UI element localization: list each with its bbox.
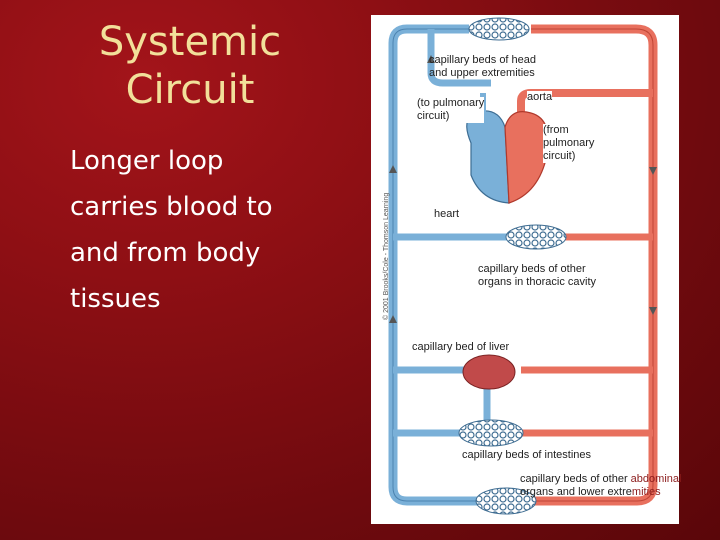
label-lower-capillaries: capillary beds of other abdominal organs… xyxy=(520,473,720,499)
label-head-line-1: capillary beds of head xyxy=(429,54,537,66)
slide-body: Longer loop carries blood to and from bo… xyxy=(70,138,360,322)
label-lower-line-1: capillary beds of other abdominal xyxy=(520,473,720,486)
title-line-1: Systemic xyxy=(98,19,282,65)
label-thoracic-line-1: capillary beds of other xyxy=(478,263,586,275)
label-to-pulmonary-line-2: circuit) xyxy=(417,110,450,122)
slide-title: Systemic Circuit xyxy=(60,18,320,114)
systemic-circuit-diagram: capillary beds of head and upper extremi… xyxy=(371,15,679,524)
capillary-bed-liver xyxy=(462,354,516,390)
head-vein-branch xyxy=(427,29,491,87)
label-aorta: aorta xyxy=(527,91,553,104)
body-line-3: and from body xyxy=(70,238,261,268)
title-line-2: Circuit xyxy=(125,67,255,113)
label-lower-line-2: organs and lower extremities xyxy=(520,486,720,499)
label-head-line-2: and upper extremities xyxy=(429,67,535,79)
arrow-down-icon xyxy=(649,307,657,315)
arrow-up-icon xyxy=(389,315,397,323)
label-lower-line-2-visible: organs and lower extre xyxy=(520,486,632,498)
label-thoracic-line-2: organs in thoracic cavity xyxy=(478,276,596,288)
label-head-capillaries: capillary beds of head and upper extremi… xyxy=(429,54,536,80)
capillary-bed-intestines xyxy=(458,419,524,447)
label-thoracic-capillaries: capillary beds of other organs in thorac… xyxy=(478,263,596,289)
label-intestine-capillaries: capillary beds of intestines xyxy=(462,449,592,461)
arrow-up-icon xyxy=(389,165,397,173)
vein-outline xyxy=(392,28,481,502)
artery-outline xyxy=(531,28,654,502)
capillary-bed-lower xyxy=(475,487,537,515)
label-to-pulmonary: (to pulmonary circuit) xyxy=(417,97,485,123)
label-from-pulmonary: (from pulmonary circuit) xyxy=(543,124,595,163)
label-from-pulmonary-line-2: pulmonary xyxy=(543,137,595,149)
body-line-1: Longer loop xyxy=(70,146,224,176)
body-line-4: tissues xyxy=(70,284,161,314)
copyright-notice: © 2001 Brooks/Cole - Thomson Learning xyxy=(383,192,390,320)
flow-arrows xyxy=(389,55,657,323)
arrow-down-icon xyxy=(649,167,657,175)
label-lower-line-1-hidden: abdominal xyxy=(627,473,682,485)
label-from-pulmonary-line-3: circuit) xyxy=(543,150,576,162)
body-line-2: carries blood to xyxy=(70,192,273,222)
capillary-bed-head xyxy=(468,17,530,41)
label-from-pulmonary-line-1: (from xyxy=(543,124,569,136)
label-liver-capillaries: capillary bed of liver xyxy=(412,341,510,354)
arrow-up-icon xyxy=(427,55,435,63)
capillary-bed-thoracic xyxy=(505,224,567,250)
label-lower-line-2-hidden: mities xyxy=(631,486,661,498)
label-to-pulmonary-line-1: (to pulmonary xyxy=(417,97,485,109)
label-heart: heart xyxy=(434,208,460,220)
label-lower-line-1-visible: capillary beds of other xyxy=(520,473,628,485)
